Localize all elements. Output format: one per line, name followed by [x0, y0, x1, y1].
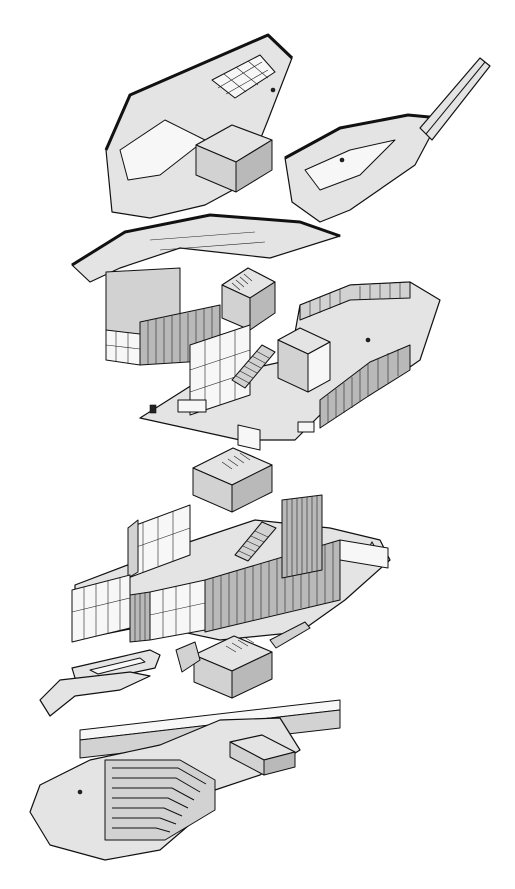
roof-skylight [211, 54, 276, 99]
lower-core-box [193, 621, 311, 699]
roof-box-side [235, 139, 273, 193]
core-shaft [237, 424, 261, 451]
upper-central-box-side [307, 341, 331, 393]
roof-lower-edge [71, 213, 341, 267]
person-figure [339, 157, 345, 163]
roof-stair-box-side [249, 281, 276, 331]
roof-under-glazing [105, 329, 141, 366]
service-core-box [192, 424, 273, 513]
lower-plinth [175, 641, 201, 673]
roof-level [71, 33, 491, 366]
roof-wing-inset [304, 139, 396, 191]
lower-ramp [269, 621, 311, 649]
roof-wing-edge [284, 113, 441, 160]
person-figure [365, 337, 371, 343]
lower-core-side [231, 651, 273, 699]
amphitheater-steps [104, 759, 216, 841]
upper-level [139, 281, 441, 441]
main-tower-side [127, 519, 139, 579]
upper-rear-wall [299, 281, 411, 321]
person-figure [77, 789, 83, 795]
roof-skylight-band [119, 119, 206, 181]
main-right-wall [339, 539, 389, 569]
roof-edge [104, 33, 294, 151]
main-interior-stair [234, 521, 277, 562]
ground-l-wall-side [263, 751, 296, 776]
lower-ledge-lower [39, 671, 151, 717]
upper-fin-facade [319, 344, 411, 429]
main-level [71, 494, 391, 643]
desk [297, 421, 315, 433]
lower-ledge-inset [89, 657, 146, 675]
lounge-sofa [177, 399, 207, 413]
bin [149, 404, 157, 414]
person-figure [270, 87, 276, 93]
lower-level [39, 641, 201, 717]
ground-level [29, 699, 341, 861]
core-box-side [231, 464, 273, 513]
skylight-grid [217, 60, 269, 95]
